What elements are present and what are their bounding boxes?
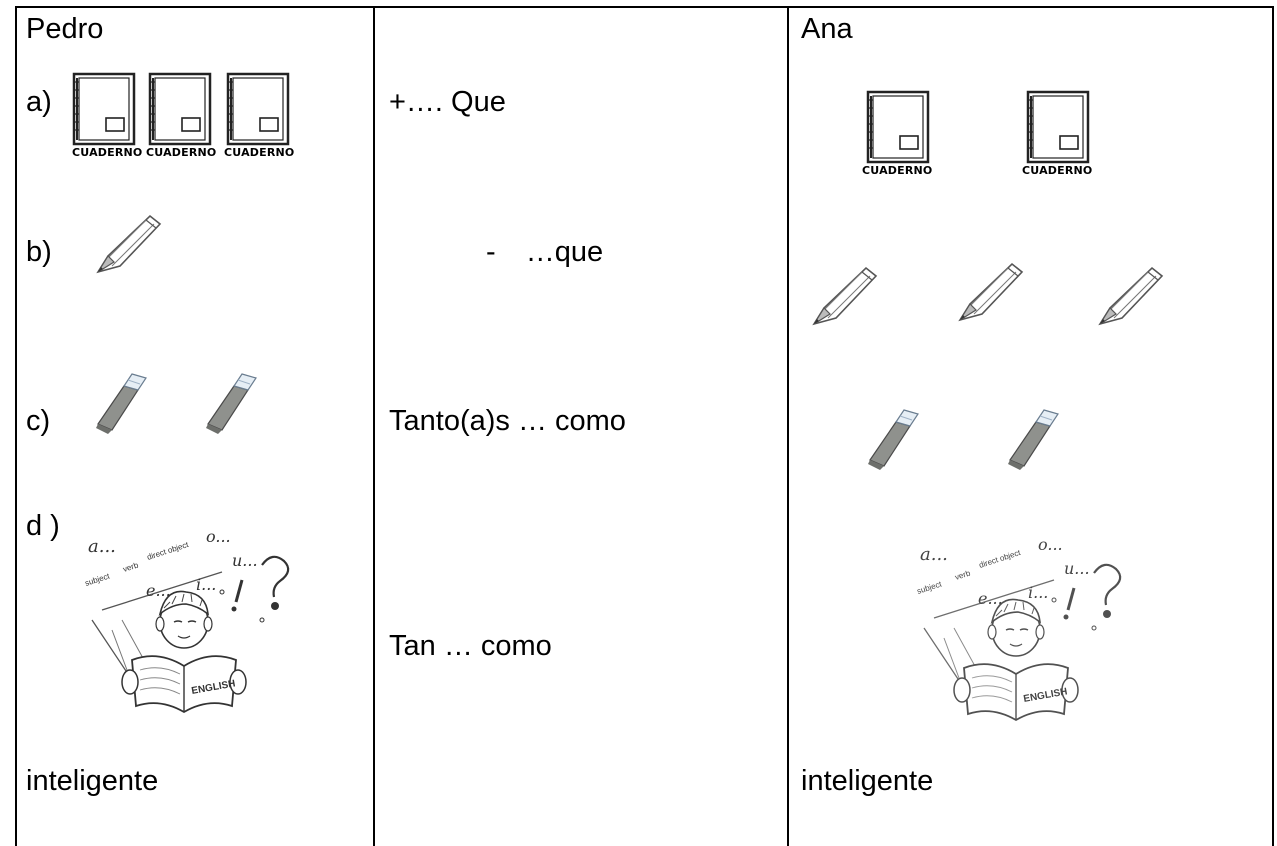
notebook-caption: CUADERNO	[1022, 164, 1092, 177]
notebook-icon: CUADERNO	[146, 72, 216, 159]
notebook-icon: CUADERNO	[224, 72, 294, 159]
notebook-caption: CUADERNO	[146, 146, 216, 159]
eraser-icon	[95, 373, 147, 435]
comparator-less-than: - …que	[486, 236, 604, 268]
table-right-border	[1272, 6, 1274, 846]
row-label-b: b)	[26, 236, 52, 268]
doodle-word: verb	[954, 568, 972, 582]
doodle-word: e...	[146, 581, 171, 600]
table-top-border	[15, 6, 1274, 8]
notebook-caption: CUADERNO	[224, 146, 294, 159]
doodle-word: subject	[916, 579, 944, 596]
doodle-word: e...	[978, 589, 1003, 608]
doodle-word: subject	[84, 571, 112, 588]
adjective-pedro: inteligente	[26, 765, 159, 797]
eraser-icon	[867, 409, 919, 471]
doodle-word: a...	[88, 536, 116, 557]
column-header-ana: Ana	[801, 13, 853, 45]
notebook-icon: CUADERNO	[1022, 90, 1092, 177]
doodle-word: direct object	[146, 540, 191, 562]
notebook-caption: CUADERNO	[72, 146, 142, 159]
column-divider-1	[373, 6, 375, 846]
column-header-pedro: Pedro	[26, 13, 104, 45]
pencil-icon	[813, 267, 877, 325]
doodle-word: a...	[920, 544, 948, 565]
table-left-border	[15, 6, 17, 846]
doodle-word: direct object	[978, 548, 1023, 570]
pencil-icon	[1099, 267, 1163, 325]
adjective-ana: inteligente	[801, 765, 934, 797]
doodle-word: verb	[122, 560, 140, 574]
notebook-icon: CUADERNO	[862, 90, 932, 177]
row-label-a: a)	[26, 86, 52, 118]
row-label-c: c)	[26, 405, 51, 437]
pencil-icon	[959, 263, 1023, 321]
doodle-word: u...	[1064, 559, 1090, 578]
boy-reading-book-illustration: a... subject verb direct object o... e..…	[916, 535, 1122, 722]
comparator-more-than: +…. Que	[389, 86, 506, 118]
comparator-as-many-as: Tanto(a)s … como	[389, 405, 626, 437]
notebook-caption: CUADERNO	[862, 164, 932, 177]
doodle-word: i...	[196, 575, 216, 594]
eraser-icon	[1007, 409, 1059, 471]
row-label-d: d )	[26, 510, 60, 542]
column-divider-2	[787, 6, 789, 846]
pencil-icon	[97, 215, 161, 273]
doodle-word: o...	[206, 527, 231, 546]
doodle-word: i...	[1028, 583, 1048, 602]
doodle-word: u...	[232, 551, 258, 570]
notebook-icon: CUADERNO	[71, 72, 142, 159]
doodle-word: o...	[1038, 535, 1063, 554]
comparator-as-as: Tan … como	[389, 630, 552, 662]
boy-reading-book-illustration: a... subject verb direct object o... e..…	[84, 527, 290, 714]
eraser-icon	[205, 373, 257, 435]
